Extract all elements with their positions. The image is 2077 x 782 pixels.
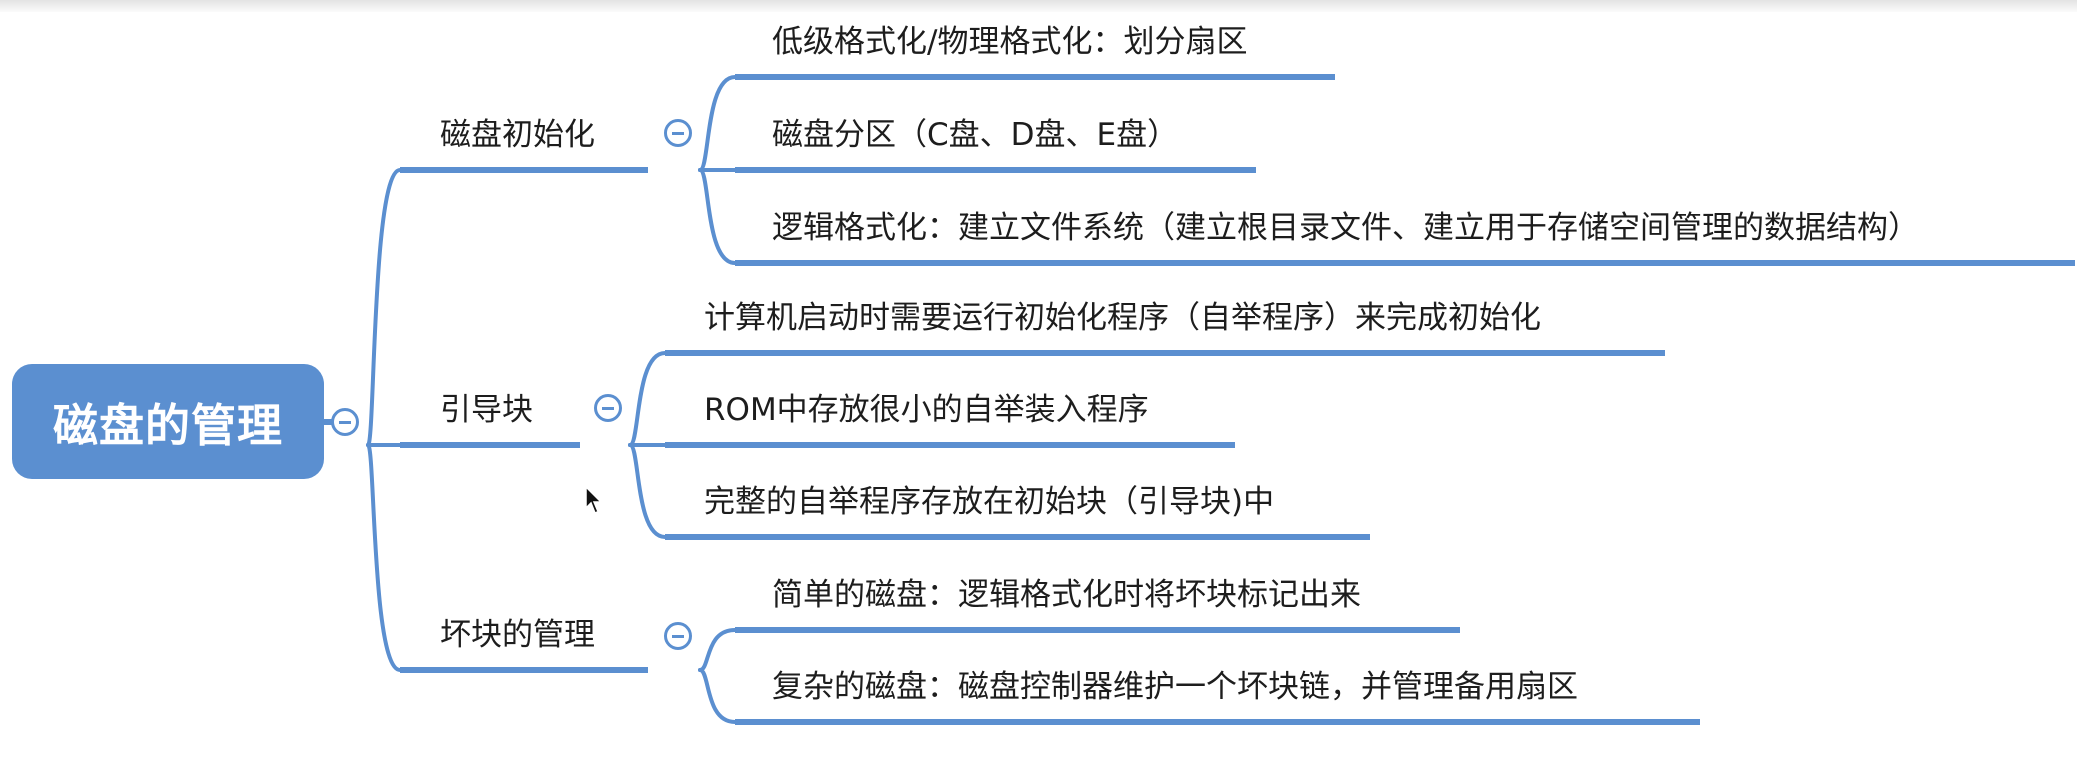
root-node-label: 磁盘的管理 xyxy=(52,399,283,452)
collapse-minus-icon[interactable] xyxy=(331,408,359,436)
connector-b1-leaf-3 xyxy=(698,168,737,265)
connector-b2-leaf-1 xyxy=(628,351,667,447)
connector-root-branch-1 xyxy=(366,168,402,447)
leaf-node[interactable]: 磁盘分区（C盘、D盘、E盘） xyxy=(772,117,1179,153)
leaf-node[interactable]: 完整的自举程序存放在初始块（引导块)中 xyxy=(704,484,1275,520)
connector-root-branch-3 xyxy=(366,443,402,672)
leaf-node[interactable]: 逻辑格式化：建立文件系统（建立根目录文件、建立用于存储空间管理的数据结构） xyxy=(772,210,1919,246)
collapse-minus-icon[interactable] xyxy=(664,119,692,147)
collapse-minus-icon[interactable] xyxy=(594,394,622,422)
mouse-pointer-icon xyxy=(585,486,603,515)
window-top-bar xyxy=(0,0,2077,12)
leaf-node[interactable]: 复杂的磁盘：磁盘控制器维护一个坏块链，并管理备用扇区 xyxy=(772,669,1578,705)
root-node[interactable]: 磁盘的管理 xyxy=(12,364,324,479)
branch-node-boot-block[interactable]: 引导块 xyxy=(440,392,533,428)
connector-b3-leaf-2 xyxy=(698,668,737,724)
collapse-minus-icon[interactable] xyxy=(664,622,692,650)
connector-b3-leaf-1 xyxy=(698,628,737,672)
connector-b2-leaf-3 xyxy=(628,443,667,539)
leaf-node[interactable]: 计算机启动时需要运行初始化程序（自举程序）来完成初始化 xyxy=(704,300,1541,336)
leaf-node[interactable]: 低级格式化/物理格式化：划分扇区 xyxy=(772,24,1248,60)
connector-b1-leaf-1 xyxy=(698,75,737,172)
leaf-node[interactable]: ROM中存放很小的自举装入程序 xyxy=(704,392,1149,428)
branch-node-bad-block[interactable]: 坏块的管理 xyxy=(440,617,595,653)
leaf-node[interactable]: 简单的磁盘：逻辑格式化时将坏块标记出来 xyxy=(772,577,1361,613)
branch-node-disk-init[interactable]: 磁盘初始化 xyxy=(440,117,595,153)
